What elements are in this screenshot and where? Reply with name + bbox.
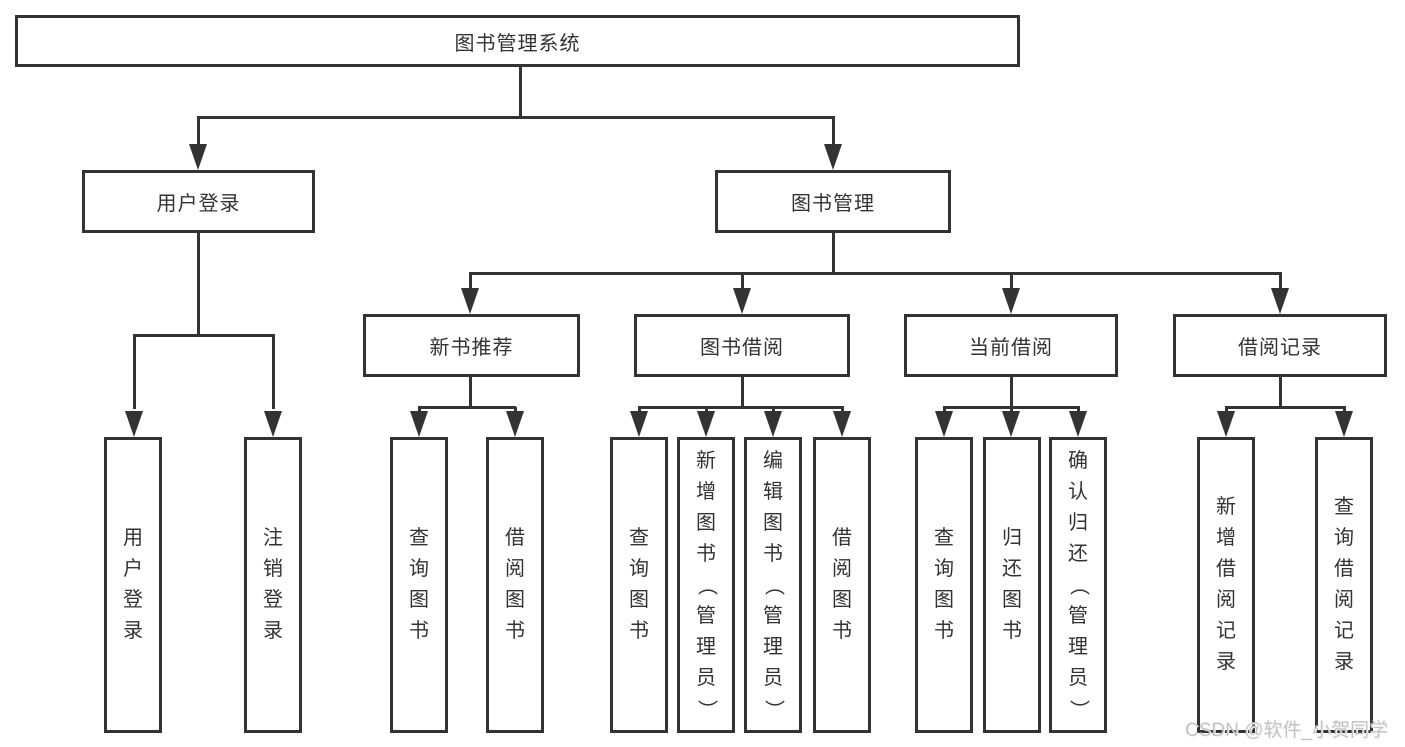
arrowhead bbox=[1002, 411, 1020, 437]
leaf-logout: 注销登录 bbox=[244, 437, 302, 733]
leaf-add-borrow-record: 新增借阅记录 bbox=[1197, 437, 1255, 733]
connector bbox=[1010, 377, 1013, 407]
arrowhead bbox=[410, 411, 428, 437]
connector bbox=[638, 406, 844, 409]
connector bbox=[1225, 406, 1346, 409]
arrowhead bbox=[697, 411, 715, 437]
connector bbox=[1279, 377, 1282, 407]
arrowhead bbox=[833, 411, 851, 437]
connector bbox=[469, 273, 472, 289]
node-current-borrow: 当前借阅 bbox=[904, 314, 1118, 377]
connector bbox=[469, 272, 1282, 275]
leaf-rec-borrow-book: 借阅图书 bbox=[486, 437, 544, 733]
leaf-cur-query-book: 查询图书 bbox=[915, 437, 973, 733]
leaf-rec-query-book: 查询图书 bbox=[390, 437, 448, 733]
connector bbox=[832, 233, 835, 273]
leaf-bor-edit-book: 编辑图书（管理员） bbox=[744, 437, 802, 733]
node-borrow-records: 借阅记录 bbox=[1173, 314, 1387, 377]
arrowhead bbox=[733, 288, 751, 314]
connector bbox=[133, 335, 136, 409]
connector bbox=[197, 117, 200, 144]
arrowhead bbox=[125, 411, 143, 437]
node-user-login: 用户登录 bbox=[82, 170, 315, 233]
connector bbox=[418, 406, 516, 409]
node-book-borrow: 图书借阅 bbox=[634, 314, 850, 377]
connector bbox=[469, 377, 472, 407]
node-book-management: 图书管理 bbox=[715, 170, 951, 233]
connector bbox=[272, 335, 275, 409]
watermark: CSDN @软件_小贺同学 bbox=[1185, 720, 1388, 741]
arrowhead bbox=[935, 411, 953, 437]
arrowhead bbox=[461, 288, 479, 314]
node-new-book-recommend: 新书推荐 bbox=[363, 314, 580, 377]
arrowhead bbox=[189, 144, 207, 170]
leaf-bor-add-book: 新增图书（管理员） bbox=[677, 437, 735, 733]
arrowhead bbox=[506, 411, 524, 437]
connector bbox=[1279, 273, 1282, 289]
connector bbox=[197, 233, 200, 335]
connector bbox=[832, 117, 835, 144]
leaf-user-login: 用户登录 bbox=[104, 437, 162, 733]
leaf-cur-return-book: 归还图书 bbox=[983, 437, 1041, 733]
arrowhead bbox=[1069, 411, 1087, 437]
connector bbox=[741, 377, 744, 407]
node-root: 图书管理系统 bbox=[15, 15, 1020, 67]
connector bbox=[741, 273, 744, 289]
connector bbox=[197, 116, 835, 119]
leaf-cur-confirm-return: 确认归还（管理员） bbox=[1049, 437, 1107, 733]
arrowhead bbox=[1002, 288, 1020, 314]
arrowhead bbox=[1271, 288, 1289, 314]
connector bbox=[519, 67, 522, 117]
connector bbox=[1010, 273, 1013, 289]
arrowhead bbox=[764, 411, 782, 437]
leaf-query-borrow-record: 查询借阅记录 bbox=[1315, 437, 1373, 733]
arrowhead bbox=[264, 411, 282, 437]
leaf-bor-query-book: 查询图书 bbox=[610, 437, 668, 733]
arrowhead bbox=[1217, 411, 1235, 437]
arrowhead bbox=[824, 144, 842, 170]
leaf-bor-borrow-book: 借阅图书 bbox=[813, 437, 871, 733]
arrowhead bbox=[630, 411, 648, 437]
arrowhead bbox=[1335, 411, 1353, 437]
connector bbox=[133, 334, 275, 337]
